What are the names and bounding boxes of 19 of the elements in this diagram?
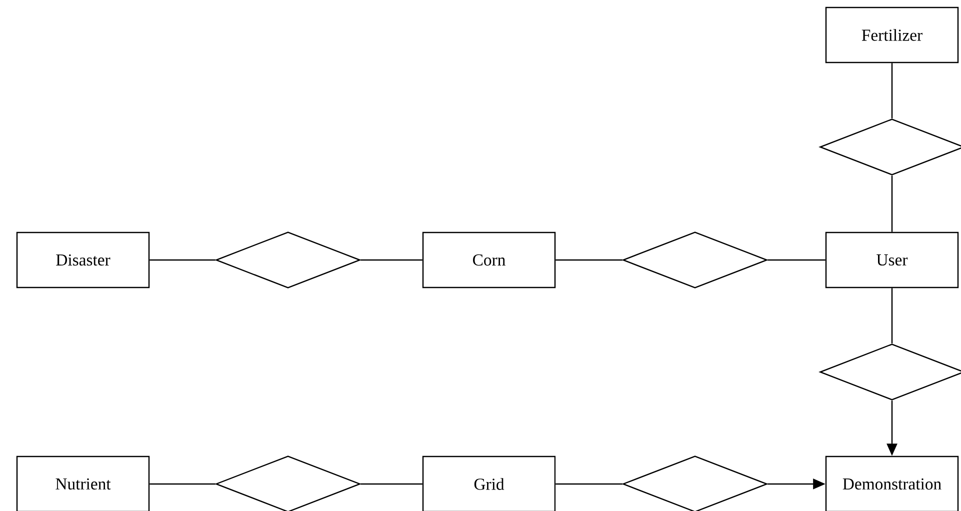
- connector-line: [556, 259, 622, 261]
- entity-box: Fertilizer: [825, 6, 959, 64]
- connector-line: [891, 176, 893, 232]
- connector-line: [150, 483, 216, 485]
- connector-line: [360, 259, 422, 261]
- entity-box: Disaster: [16, 232, 150, 288]
- entity-box: User: [825, 232, 959, 288]
- connector-line: [360, 483, 422, 485]
- entity-box: Grid: [422, 456, 556, 511]
- connector-line: [150, 259, 216, 261]
- connector-line: [891, 63, 893, 118]
- relationship-diamond: [818, 118, 961, 176]
- entity-box: Nutrient: [16, 456, 150, 511]
- connector-line: [891, 288, 893, 344]
- relationship-diamond: [818, 344, 961, 400]
- connector-line: [556, 483, 622, 485]
- entity-box: Corn: [422, 232, 556, 288]
- entity-box: Demonstration: [825, 456, 959, 511]
- connector-line: [768, 259, 826, 261]
